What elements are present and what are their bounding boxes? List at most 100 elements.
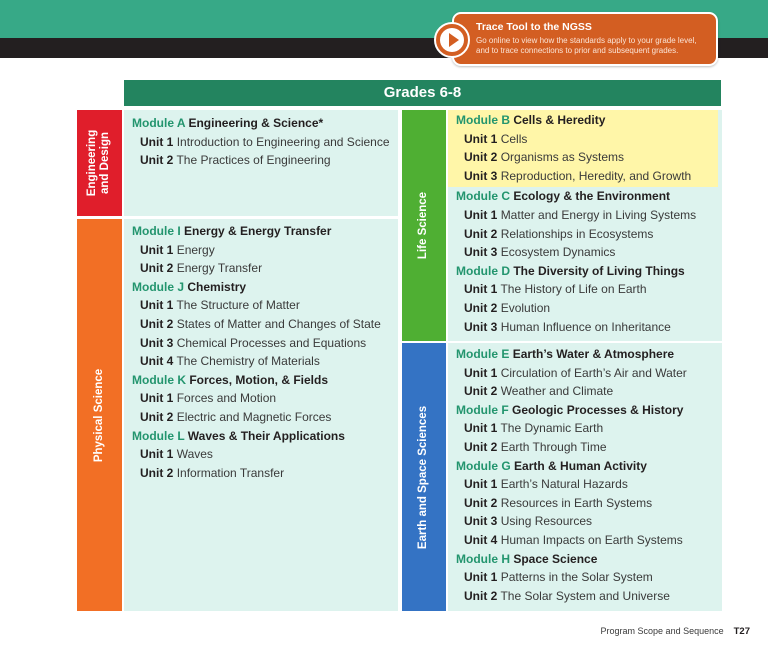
unit-title: Waves — [176, 447, 213, 462]
unit-code: Unit 1 — [140, 134, 174, 149]
unit-title: Information Transfer — [176, 465, 285, 480]
module-code: Module H — [456, 551, 510, 566]
module-j: Module J Chemistry — [132, 278, 398, 297]
unit-code: Unit 4 — [140, 354, 174, 369]
unit-code: Unit 1 — [140, 242, 174, 257]
unit-item: Unit 1 Waves — [132, 445, 398, 464]
unit-item: Unit 4 The Chemistry of Materials — [132, 352, 398, 371]
module-title: Earth’s Water & Atmosphere — [512, 347, 675, 361]
unit-item: Unit 2 Electric and Magnetic Forces — [132, 408, 398, 427]
unit-title: The Practices of Engineering — [176, 153, 331, 168]
module-title: Energy & Energy Transfer — [184, 224, 332, 238]
unit-title: Electric and Magnetic Forces — [176, 409, 332, 424]
module-i: Module I Energy & Energy Transfer — [132, 222, 398, 241]
play-button[interactable] — [434, 22, 470, 58]
unit-title: Energy — [176, 242, 215, 257]
unit-item: Unit 3 Using Resources — [456, 512, 722, 531]
unit-code: Unit 2 — [464, 495, 498, 510]
module-b: Module B Cells & Heredity — [456, 111, 718, 130]
module-title: Waves & Their Applications — [187, 428, 345, 443]
module-code: Module G — [456, 458, 511, 473]
earth-space-science-label: Earth and Space Sciences — [402, 343, 446, 611]
unit-title: Resources in Earth Systems — [500, 495, 653, 510]
module-title: Earth & Human Activity — [514, 458, 647, 473]
engineering-label-line1: Engineering — [86, 129, 99, 197]
module-code: Module K — [132, 372, 186, 387]
unit-title: Forces and Motion — [176, 391, 277, 406]
module-c: Module C Ecology & the Environment — [456, 187, 722, 206]
module-code: Module E — [456, 347, 510, 361]
footer-section-label: Program Scope and Sequence — [600, 626, 724, 636]
unit-item: Unit 1 Matter and Energy in Living Syste… — [456, 206, 722, 225]
unit-title: The Solar System and Universe — [500, 588, 670, 603]
unit-item: Unit 2 Organisms as Systems — [456, 148, 718, 167]
unit-item: Unit 1 Forces and Motion — [132, 389, 398, 408]
module-code: Module L — [132, 428, 185, 443]
module-title: Space Science — [513, 551, 598, 566]
unit-item: Unit 2 Resources in Earth Systems — [456, 494, 722, 513]
life-science-label: Life Science — [402, 110, 446, 341]
life-science-remaining-modules: Module C Ecology & the Environment Unit … — [448, 187, 722, 336]
module-k: Module K Forces, Motion, & Fields — [132, 371, 398, 390]
module-title: Ecology & the Environment — [513, 189, 671, 204]
module-f: Module F Geologic Processes & History — [456, 401, 722, 420]
page-number: T27 — [733, 626, 750, 637]
unit-title: Human Influence on Inheritance — [500, 319, 671, 334]
life-science-label-text: Life Science — [417, 191, 430, 260]
unit-title: The History of Life on Earth — [500, 282, 647, 297]
unit-code: Unit 2 — [140, 153, 174, 168]
earth-space-panel: Module E Earth’s Water & Atmosphere Unit… — [448, 343, 722, 611]
module-code: Module D — [456, 263, 510, 278]
unit-title: Organisms as Systems — [500, 150, 625, 165]
unit-code: Unit 2 — [464, 150, 498, 165]
unit-code: Unit 1 — [140, 391, 174, 406]
unit-code: Unit 2 — [464, 439, 498, 454]
engineering-design-label: Engineering and Design — [77, 110, 122, 216]
play-triangle-icon — [449, 33, 459, 47]
unit-title: Relationships in Ecosystems — [500, 226, 654, 241]
trace-tool-description: Go online to view how the standards appl… — [476, 36, 697, 56]
module-h: Module H Space Science — [456, 550, 722, 569]
unit-code: Unit 3 — [464, 168, 498, 183]
unit-item: Unit 2 Information Transfer — [132, 464, 398, 483]
unit-code: Unit 1 — [464, 570, 498, 585]
unit-code: Unit 2 — [464, 588, 498, 603]
unit-title: Human Impacts on Earth Systems — [500, 532, 683, 547]
module-code: Module A — [132, 116, 186, 130]
unit-item: Unit 1 Circulation of Earth’s Air and Wa… — [456, 364, 722, 383]
module-code: Module I — [132, 224, 181, 238]
unit-title: Cells — [500, 131, 528, 146]
unit-code: Unit 1 — [140, 447, 174, 462]
unit-code: Unit 1 — [464, 421, 498, 436]
unit-code: Unit 1 — [464, 477, 498, 492]
unit-code: Unit 3 — [140, 335, 174, 350]
unit-item: Unit 2 States of Matter and Changes of S… — [132, 315, 398, 334]
unit-item: Unit 1 The Dynamic Earth — [456, 419, 722, 438]
module-title: The Diversity of Living Things — [513, 263, 685, 278]
module-l: Module L Waves & Their Applications — [132, 427, 398, 446]
unit-code: Unit 1 — [464, 365, 498, 380]
unit-title: Introduction to Engineering and Science — [176, 134, 390, 149]
unit-code: Unit 2 — [140, 409, 174, 424]
unit-code: Unit 2 — [140, 316, 174, 331]
unit-item: Unit 2 Earth Through Time — [456, 438, 722, 457]
page-footer: Program Scope and Sequence T27 — [601, 626, 750, 637]
unit-title: Matter and Energy in Living Systems — [500, 207, 697, 222]
unit-title: Ecosystem Dynamics — [500, 245, 616, 260]
unit-item: Unit 2 Weather and Climate — [456, 382, 722, 401]
module-title: Geologic Processes & History — [512, 402, 684, 417]
module-title: Cells & Heredity — [513, 113, 606, 127]
trace-tool-desc-line2: and to trace connections to prior and su… — [476, 46, 679, 55]
unit-code: Unit 2 — [464, 300, 498, 315]
unit-item: Unit 1 The Structure of Matter — [132, 296, 398, 315]
highlighted-module-b: Module B Cells & Heredity Unit 1 Cells U… — [448, 110, 718, 188]
trace-tool-callout[interactable]: Trace Tool to the NGSS Go online to view… — [452, 12, 718, 66]
unit-item: Unit 1 Introduction to Engineering and S… — [132, 133, 398, 152]
unit-code: Unit 3 — [464, 514, 498, 529]
unit-code: Unit 1 — [464, 207, 498, 222]
unit-item: Unit 3 Chemical Processes and Equations — [132, 334, 398, 353]
unit-title: The Dynamic Earth — [500, 421, 604, 436]
unit-title: Earth’s Natural Hazards — [500, 477, 628, 492]
unit-code: Unit 2 — [140, 465, 174, 480]
unit-item: Unit 1 Energy — [132, 241, 398, 260]
